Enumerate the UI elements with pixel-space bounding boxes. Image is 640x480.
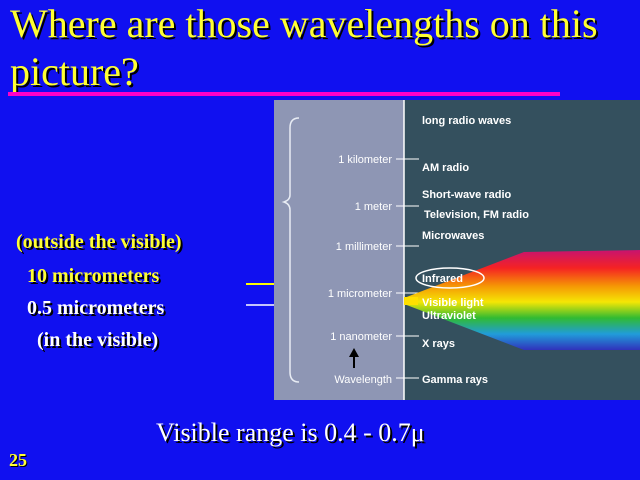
label-10-micrometers: 10 micrometers xyxy=(27,265,160,287)
beam-core xyxy=(404,297,418,305)
band-visible-light: Visible light xyxy=(422,297,484,309)
wavelength-arrowhead xyxy=(349,348,359,357)
label-outside-visible: (outside the visible) xyxy=(16,231,182,253)
band-panel xyxy=(404,100,640,400)
band-long-radio: long radio waves xyxy=(422,115,511,127)
scale-ticks xyxy=(396,158,419,379)
scale-label-wavelength: Wavelength xyxy=(334,374,392,386)
band-infrared: Infrared xyxy=(422,273,463,285)
scale-label-kilometer: 1 kilometer xyxy=(338,154,392,166)
slide-title: Where are those wavelengths on this pict… xyxy=(10,1,598,94)
band-am-radio: AM radio xyxy=(422,162,469,174)
slide-number: 25 xyxy=(9,450,27,470)
title-underline xyxy=(8,92,560,96)
scale-label-micrometer: 1 micrometer xyxy=(328,288,393,300)
scale-label-meter: 1 meter xyxy=(355,201,393,213)
band-short-wave: Short-wave radio xyxy=(422,189,512,201)
scale-label-nanometer: 1 nanometer xyxy=(330,331,392,343)
left-bracket xyxy=(281,117,300,383)
infrared-highlight xyxy=(415,267,485,289)
visible-range-caption: Visible range is 0.4 - 0.7μ xyxy=(156,418,425,447)
scale-panel xyxy=(274,100,404,400)
band-television-fm: Television, FM radio xyxy=(424,209,529,221)
band-gamma-rays: Gamma rays xyxy=(422,374,488,386)
label-in-visible: (in the visible) xyxy=(37,329,159,351)
label-0-5-micrometers: 0.5 micrometers xyxy=(27,297,165,319)
band-microwaves: Microwaves xyxy=(422,230,484,242)
band-x-rays: X rays xyxy=(422,338,455,350)
scale-label-millimeter: 1 millimeter xyxy=(336,241,393,253)
band-ultraviolet: Ultraviolet xyxy=(422,310,476,322)
spectrum-figure: 1 kilometer 1 meter 1 millimeter 1 micro… xyxy=(274,100,640,400)
spectrum-beam xyxy=(404,250,640,350)
